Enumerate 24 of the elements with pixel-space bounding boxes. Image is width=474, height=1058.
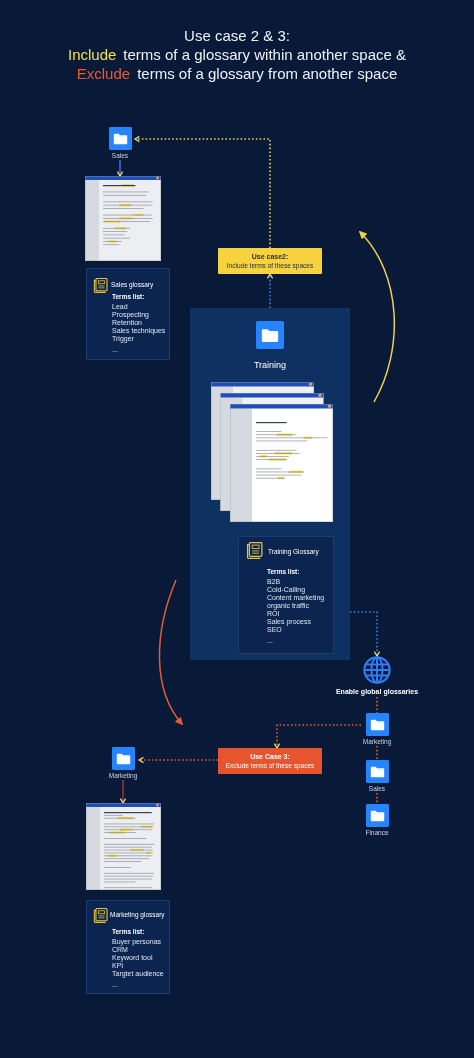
space-title: Training: [253, 360, 287, 371]
glossary-card: [238, 536, 334, 654]
connector-line: [376, 745, 378, 761]
arrow: [266, 273, 274, 309]
arrow: [116, 159, 124, 177]
glossary-card: [86, 900, 170, 994]
arrow: [273, 724, 362, 749]
arrow: [134, 135, 271, 249]
connector-line: [376, 696, 378, 714]
arrow: [119, 779, 127, 804]
use-case-box: [218, 248, 322, 274]
connector-line: [376, 792, 378, 805]
highlight-word: Exclude: [76, 64, 131, 83]
glossary-card: [86, 268, 170, 360]
space-panel: [190, 308, 350, 660]
highlight-word: Include: [68, 45, 117, 64]
use-case-box: [218, 748, 322, 774]
title: Use case 2 & 3:: [184, 26, 290, 45]
document-stack-drawing: [211, 382, 333, 522]
subtitle-text: terms of a glossary from another space: [137, 64, 398, 83]
document-drawing: [86, 803, 161, 890]
document-drawing: [85, 176, 161, 261]
subtitle-text: terms of a glossary within another space &: [123, 45, 406, 64]
arrow: [138, 756, 219, 764]
